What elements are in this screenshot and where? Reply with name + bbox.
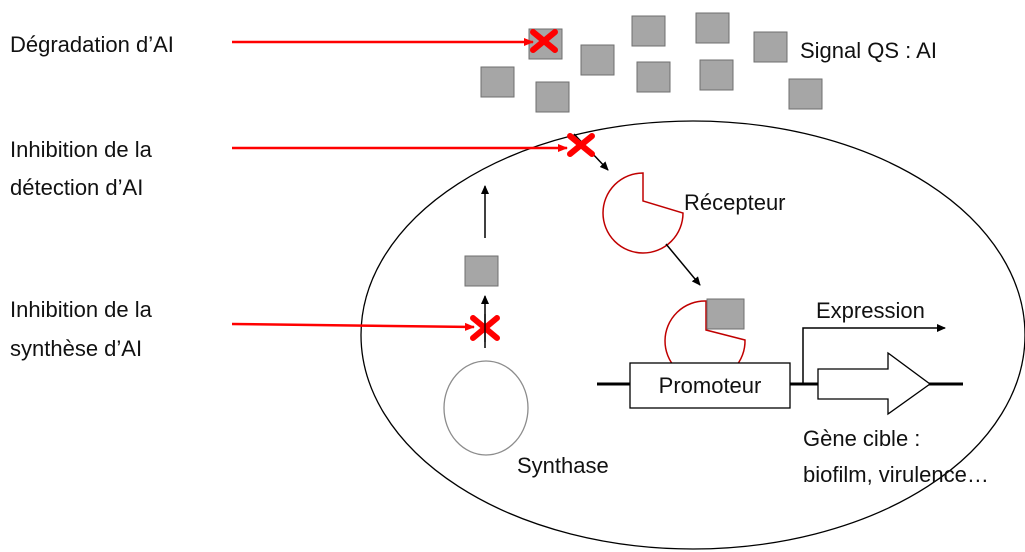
target-gene-arrow (817, 351, 932, 416)
label-target-gene-line2: biofilm, virulence… (803, 462, 989, 487)
label-detection-line2: détection d’AI (10, 175, 143, 200)
synthesis-inhibition-arrow (231, 322, 475, 331)
signal-molecule (695, 12, 730, 44)
signal-molecule (636, 61, 671, 93)
detection-block-x-icon (567, 133, 595, 157)
signal-molecule (788, 78, 823, 110)
synthesized-ai-molecule (464, 255, 499, 287)
cell-membrane (360, 120, 1025, 550)
synthase-enzyme (443, 360, 529, 456)
label-receptor: Récepteur (684, 190, 786, 215)
signal-molecule (480, 66, 515, 98)
label-degradation: Dégradation d’AI (10, 32, 174, 57)
label-target-gene-line1: Gène cible : (803, 426, 920, 451)
label-signal: Signal QS : AI (800, 38, 937, 63)
signal-molecule (580, 44, 615, 76)
promoter-box (629, 362, 791, 409)
binding-arrow (665, 243, 701, 286)
signal-molecule (631, 15, 666, 47)
receptor-free (602, 172, 684, 254)
label-synthesis-line1: Inhibition de la (10, 297, 153, 322)
signal-molecule (699, 59, 734, 91)
label-promoter: Promoteur (659, 373, 762, 398)
label-synthase: Synthase (517, 453, 609, 478)
signal-molecule (753, 31, 788, 63)
degradation-block-x-icon (530, 29, 558, 53)
expression-arrow (802, 324, 946, 384)
label-detection-line1: Inhibition de la (10, 137, 153, 162)
synthesis-block-x-icon (470, 314, 500, 342)
signal-molecules (480, 12, 823, 113)
signal-molecule (535, 81, 570, 113)
bound-ai-molecule (706, 298, 745, 330)
label-expression: Expression (816, 298, 925, 323)
label-synthesis-line2: synthèse d’AI (10, 336, 142, 361)
